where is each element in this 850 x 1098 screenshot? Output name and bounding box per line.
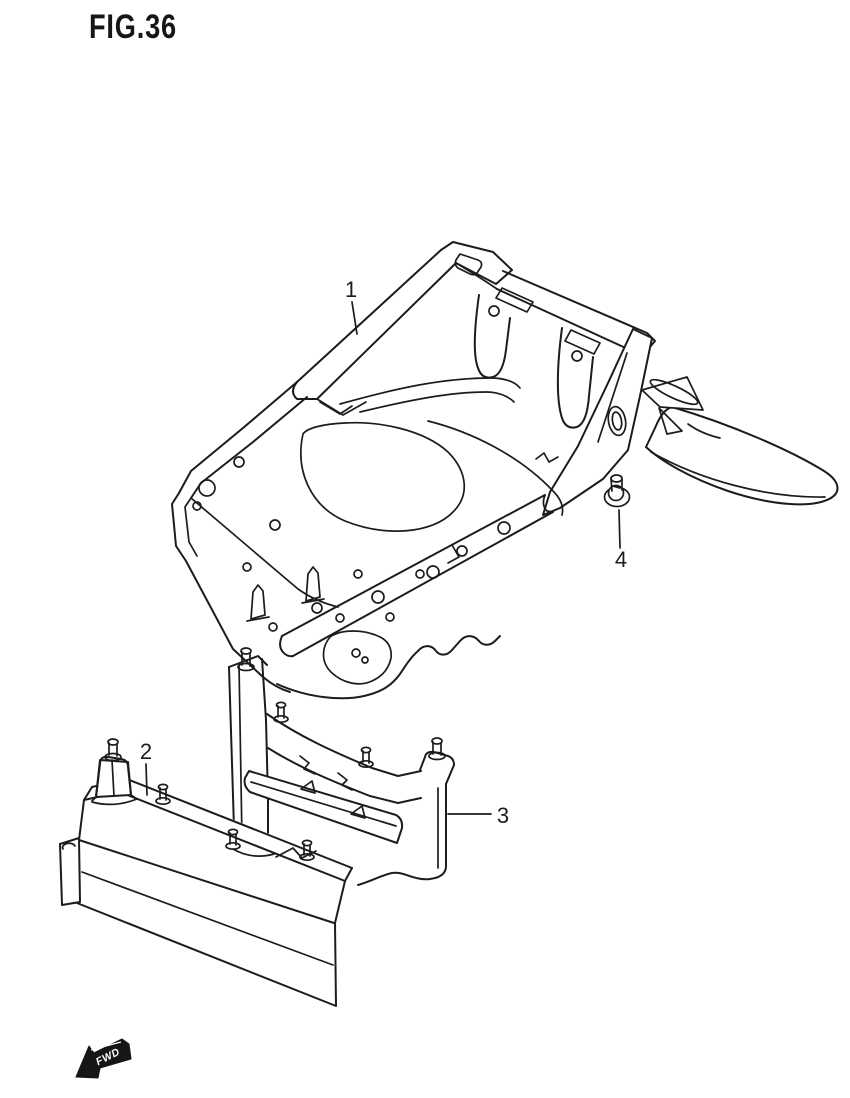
- fwd-arrow-shape: [75, 1038, 132, 1079]
- part-4-bolt-drawing: [603, 474, 631, 508]
- part-1-holes: [192, 456, 440, 632]
- figure-title: FIG.36: [89, 8, 177, 46]
- callout-4-leader: [618, 509, 621, 549]
- part-2-pins: [104, 738, 315, 862]
- part-2-panel-drawing: [59, 738, 353, 1007]
- fwd-arrow: FWD: [75, 1038, 132, 1079]
- callouts: 1 2 3 4: [140, 277, 627, 828]
- part-1-fender-drawing: [171, 241, 839, 700]
- part-3-bracket-drawing: [228, 647, 455, 886]
- callout-2-label: 2: [140, 739, 152, 764]
- part-1-rail-holes: [335, 521, 511, 623]
- callout-3-label: 3: [497, 803, 509, 828]
- callout-1-label: 1: [345, 277, 357, 302]
- callout-4-label: 4: [615, 547, 627, 572]
- part-3-pins: [237, 647, 446, 769]
- callout-2-leader: [145, 763, 148, 796]
- callout-1-leader: [351, 301, 358, 335]
